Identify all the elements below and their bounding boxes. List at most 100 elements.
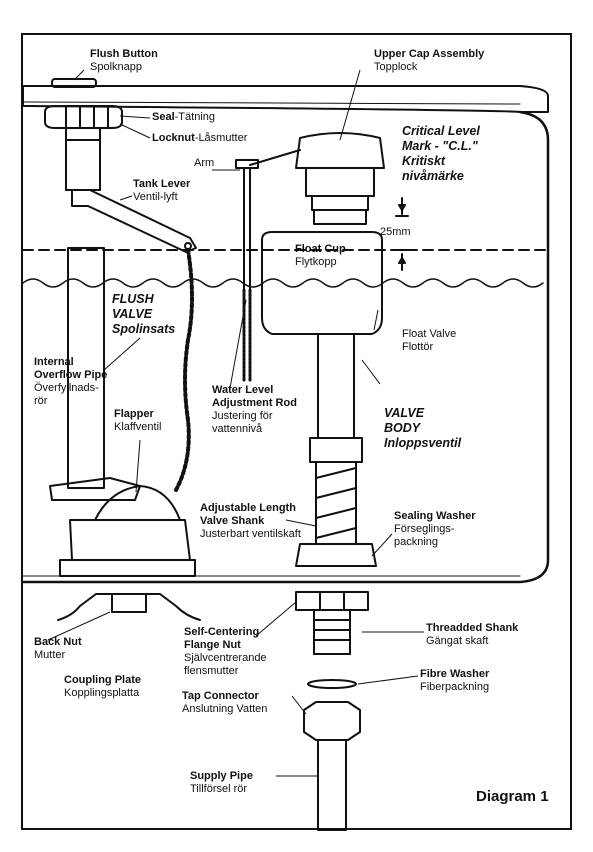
label-supply-pipe-en: Supply Pipe	[190, 770, 253, 782]
label-internal-overflow-line1: Internal	[34, 356, 74, 368]
label-valve-body-line2: BODY	[384, 421, 421, 435]
label-adjustable-shank-line2: Valve Shank	[200, 515, 265, 527]
threaded-shank	[313, 609, 351, 655]
label-supply-pipe: Supply Pipe Tillförsel rör	[190, 770, 253, 796]
label-seal-en: Seal	[152, 111, 175, 123]
label-tap-connector-sv: Anslutning Vatten	[182, 703, 268, 715]
diagram-title: Diagram 1	[476, 788, 549, 805]
label-back-nut-en: Back Nut	[34, 636, 82, 648]
label-tank-lever-en: Tank Lever	[133, 178, 191, 190]
label-locknut-sv: -Låsmutter	[194, 132, 248, 144]
label-flush-button: Flush Button Spolknapp	[90, 48, 158, 74]
label-back-nut-sv: Mutter	[34, 649, 66, 661]
label-tank-lever-sv: Ventil-lyft	[133, 191, 178, 203]
label-internal-overflow: Internal Overflow Pipe Överfyllnads- rör	[34, 356, 107, 408]
label-internal-overflow-line4: rör	[34, 395, 48, 407]
label-sealing-washer-line1: Sealing Washer	[394, 510, 476, 522]
label-water-level-rod-line3: Justering för	[212, 410, 273, 422]
overflow-pipe	[67, 247, 105, 489]
valve-shank	[315, 461, 357, 545]
water-surface	[22, 278, 544, 288]
label-fibre-washer-en: Fibre Washer	[420, 668, 490, 680]
flange-nut	[295, 591, 369, 611]
label-flapper-en: Flapper	[114, 408, 154, 420]
label-fibre-washer: Fibre Washer Fiberpackning	[420, 668, 489, 694]
tank-wall	[21, 110, 550, 584]
label-water-level-rod: Water Level Adjustment Rod Justering för…	[212, 384, 297, 436]
label-fibre-washer-sv: Fiberpackning	[420, 681, 490, 693]
label-arm-en: Arm	[194, 157, 215, 169]
label-seal: Seal-Tätning	[152, 111, 215, 124]
label-critical-level-line2: Mark - "C.L."	[402, 139, 478, 153]
label-coupling-plate-en: Coupling Plate	[64, 674, 141, 686]
label-sealing-washer-line3: packning	[394, 536, 439, 548]
label-internal-overflow-line3: Överfyllnads-	[34, 382, 99, 394]
label-upper-cap-sv: Topplock	[374, 61, 418, 73]
label-critical-level-line4: nivåmärke	[402, 169, 464, 183]
label-coupling-plate-sv: Kopplingsplatta	[64, 687, 140, 699]
fibre-washer	[307, 679, 357, 689]
label-threaded-shank-sv: Gängat skaft	[426, 635, 489, 647]
back-nut	[111, 593, 147, 613]
label-valve-body: VALVE BODY Inloppsventil	[384, 406, 461, 451]
label-critical-level-line3: Kritiskt	[402, 154, 446, 168]
label-float-cup-sv: Flytkopp	[295, 256, 337, 268]
label-locknut-en: Locknut	[152, 132, 195, 144]
label-float-valve: Float Valve Flottör	[402, 328, 456, 354]
label-locknut: Locknut-Låsmutter	[152, 132, 247, 145]
adjustment-rod	[242, 288, 252, 382]
label-float-valve-en: Float Valve	[402, 328, 457, 340]
label-flapper: Flapper Klaffventil	[114, 408, 162, 434]
label-measure: 25mm	[380, 226, 411, 239]
label-flush-button-en: Flush Button	[90, 48, 158, 60]
upper-cap	[295, 132, 385, 169]
label-tap-connector-en: Tap Connector	[182, 690, 259, 702]
flush-button	[51, 78, 97, 88]
label-arm: Arm	[194, 157, 214, 170]
chain	[174, 248, 194, 492]
diagram-frame	[21, 33, 572, 830]
label-self-centering: Self-Centering Flange Nut Självcentreran…	[184, 626, 267, 678]
coupling-plate	[57, 593, 201, 621]
label-water-level-rod-line2: Adjustment Rod	[212, 397, 297, 409]
label-valve-body-line3: Inloppsventil	[384, 436, 462, 450]
flush-valve-base	[69, 519, 191, 561]
tap-connector	[303, 701, 361, 741]
label-tap-connector: Tap Connector Anslutning Vatten	[182, 690, 267, 716]
label-flush-valve-line1: FLUSH	[112, 292, 154, 306]
label-internal-overflow-line2: Overflow Pipe	[34, 369, 108, 381]
label-critical-level-line1: Critical Level	[402, 124, 480, 138]
label-seal-sv: -Tätning	[174, 111, 215, 123]
label-sealing-washer: Sealing Washer Förseglings- packning	[394, 510, 476, 549]
label-threaded-shank: Threadded Shank Gängat skaft	[426, 622, 518, 648]
float-cup	[261, 231, 383, 335]
label-sealing-washer-line2: Förseglings-	[394, 523, 455, 535]
label-tank-lever: Tank Lever Ventil-lyft	[133, 178, 190, 204]
label-flush-valve: FLUSH VALVE Spolinsats	[112, 292, 175, 337]
label-upper-cap: Upper Cap Assembly Topplock	[374, 48, 484, 74]
label-adjustable-shank-line1: Adjustable Length	[200, 502, 296, 514]
label-water-level-rod-line4: vattennivå	[212, 423, 263, 435]
label-float-valve-sv: Flottör	[402, 341, 434, 353]
label-flapper-sv: Klaffventil	[114, 421, 162, 433]
label-measure-text: 25mm	[380, 226, 411, 238]
tank-lid	[22, 85, 549, 113]
label-threaded-shank-en: Threadded Shank	[426, 622, 519, 634]
label-self-centering-line2: Flange Nut	[184, 639, 241, 651]
label-critical-level: Critical Level Mark - "C.L." Kritiskt ni…	[402, 124, 480, 184]
label-adjustable-shank: Adjustable Length Valve Shank Justerbart…	[200, 502, 301, 541]
label-water-level-rod-line1: Water Level	[212, 384, 274, 396]
supply-pipe	[317, 739, 347, 831]
label-supply-pipe-sv: Tillförsel rör	[190, 783, 248, 795]
label-flush-valve-line3: Spolinsats	[112, 322, 176, 336]
label-coupling-plate: Coupling Plate Kopplingsplatta	[64, 674, 141, 700]
label-float-cup-en: Float Cup	[295, 243, 346, 255]
label-self-centering-line3: Självcentrerande	[184, 652, 267, 664]
label-upper-cap-en: Upper Cap Assembly	[374, 48, 485, 60]
label-self-centering-line1: Self-Centering	[184, 626, 260, 638]
label-valve-body-line1: VALVE	[384, 406, 425, 420]
valve-body	[317, 333, 355, 439]
label-flush-valve-line2: VALVE	[112, 307, 153, 321]
label-flush-button-sv: Spolknapp	[90, 61, 142, 73]
